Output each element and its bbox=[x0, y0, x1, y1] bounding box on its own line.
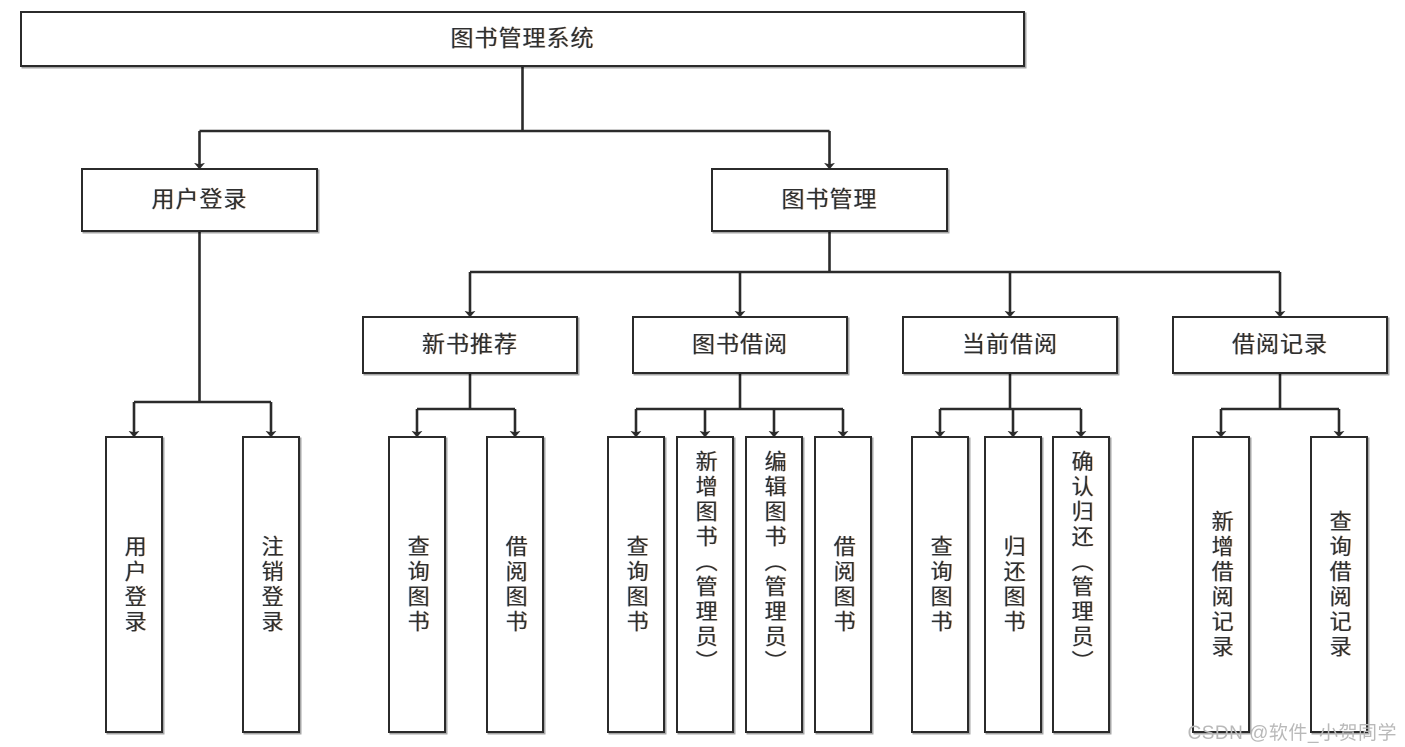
node-label: 确认归还（管理员） bbox=[1068, 450, 1094, 675]
node-label: 借阅图书 bbox=[830, 534, 856, 635]
level1-node-1[interactable]: 图书管理 bbox=[711, 168, 948, 232]
node-label: 图书管理系统 bbox=[450, 25, 595, 52]
node-label: 查询图书 bbox=[927, 534, 953, 635]
leaf-node-5[interactable]: 新增图书（管理员） bbox=[676, 436, 734, 733]
node-label: 新书推荐 bbox=[422, 331, 518, 358]
node-label: 归还图书 bbox=[1000, 534, 1026, 635]
leaf-node-7[interactable]: 借阅图书 bbox=[814, 436, 872, 733]
node-label: 新增图书（管理员） bbox=[692, 450, 718, 675]
leaf-node-9[interactable]: 归还图书 bbox=[984, 436, 1042, 733]
leaf-node-2[interactable]: 查询图书 bbox=[388, 436, 446, 733]
level2-node-3[interactable]: 借阅记录 bbox=[1172, 316, 1388, 374]
leaf-node-12[interactable]: 查询借阅记录 bbox=[1310, 436, 1368, 733]
node-label: 查询图书 bbox=[404, 534, 430, 635]
watermark-text: CSDN @软件_小贺同学 bbox=[1187, 723, 1397, 744]
node-label: 图书借阅 bbox=[692, 331, 788, 358]
node-label: 查询借阅记录 bbox=[1326, 509, 1352, 660]
leaf-node-4[interactable]: 查询图书 bbox=[607, 436, 665, 733]
node-label: 图书管理 bbox=[781, 186, 878, 213]
leaf-node-8[interactable]: 查询图书 bbox=[911, 436, 969, 733]
node-label: 用户登录 bbox=[151, 186, 248, 213]
leaf-node-10[interactable]: 确认归还（管理员） bbox=[1052, 436, 1110, 733]
leaf-node-1[interactable]: 注销登录 bbox=[242, 436, 300, 733]
root-node-node-e59bbee4b9a6e7aea1e79086[interactable]: 图书管理系统 bbox=[20, 11, 1025, 67]
leaf-node-3[interactable]: 借阅图书 bbox=[486, 436, 544, 733]
node-label: 编辑图书（管理员） bbox=[761, 450, 787, 675]
level2-node-1[interactable]: 图书借阅 bbox=[632, 316, 848, 374]
node-label: 查询图书 bbox=[623, 534, 649, 635]
leaf-node-0[interactable]: 用户登录 bbox=[105, 436, 163, 733]
node-label: 当前借阅 bbox=[962, 331, 1058, 358]
level2-node-2[interactable]: 当前借阅 bbox=[902, 316, 1118, 374]
node-label: 借阅图书 bbox=[502, 534, 528, 635]
level1-node-0[interactable]: 用户登录 bbox=[81, 168, 318, 232]
node-label: 注销登录 bbox=[258, 534, 284, 635]
level2-node-0[interactable]: 新书推荐 bbox=[362, 316, 578, 374]
node-label: 用户登录 bbox=[121, 534, 147, 635]
node-label: 新增借阅记录 bbox=[1208, 509, 1234, 660]
leaf-node-6[interactable]: 编辑图书（管理员） bbox=[745, 436, 803, 733]
node-label: 借阅记录 bbox=[1232, 331, 1328, 358]
leaf-node-11[interactable]: 新增借阅记录 bbox=[1192, 436, 1250, 733]
